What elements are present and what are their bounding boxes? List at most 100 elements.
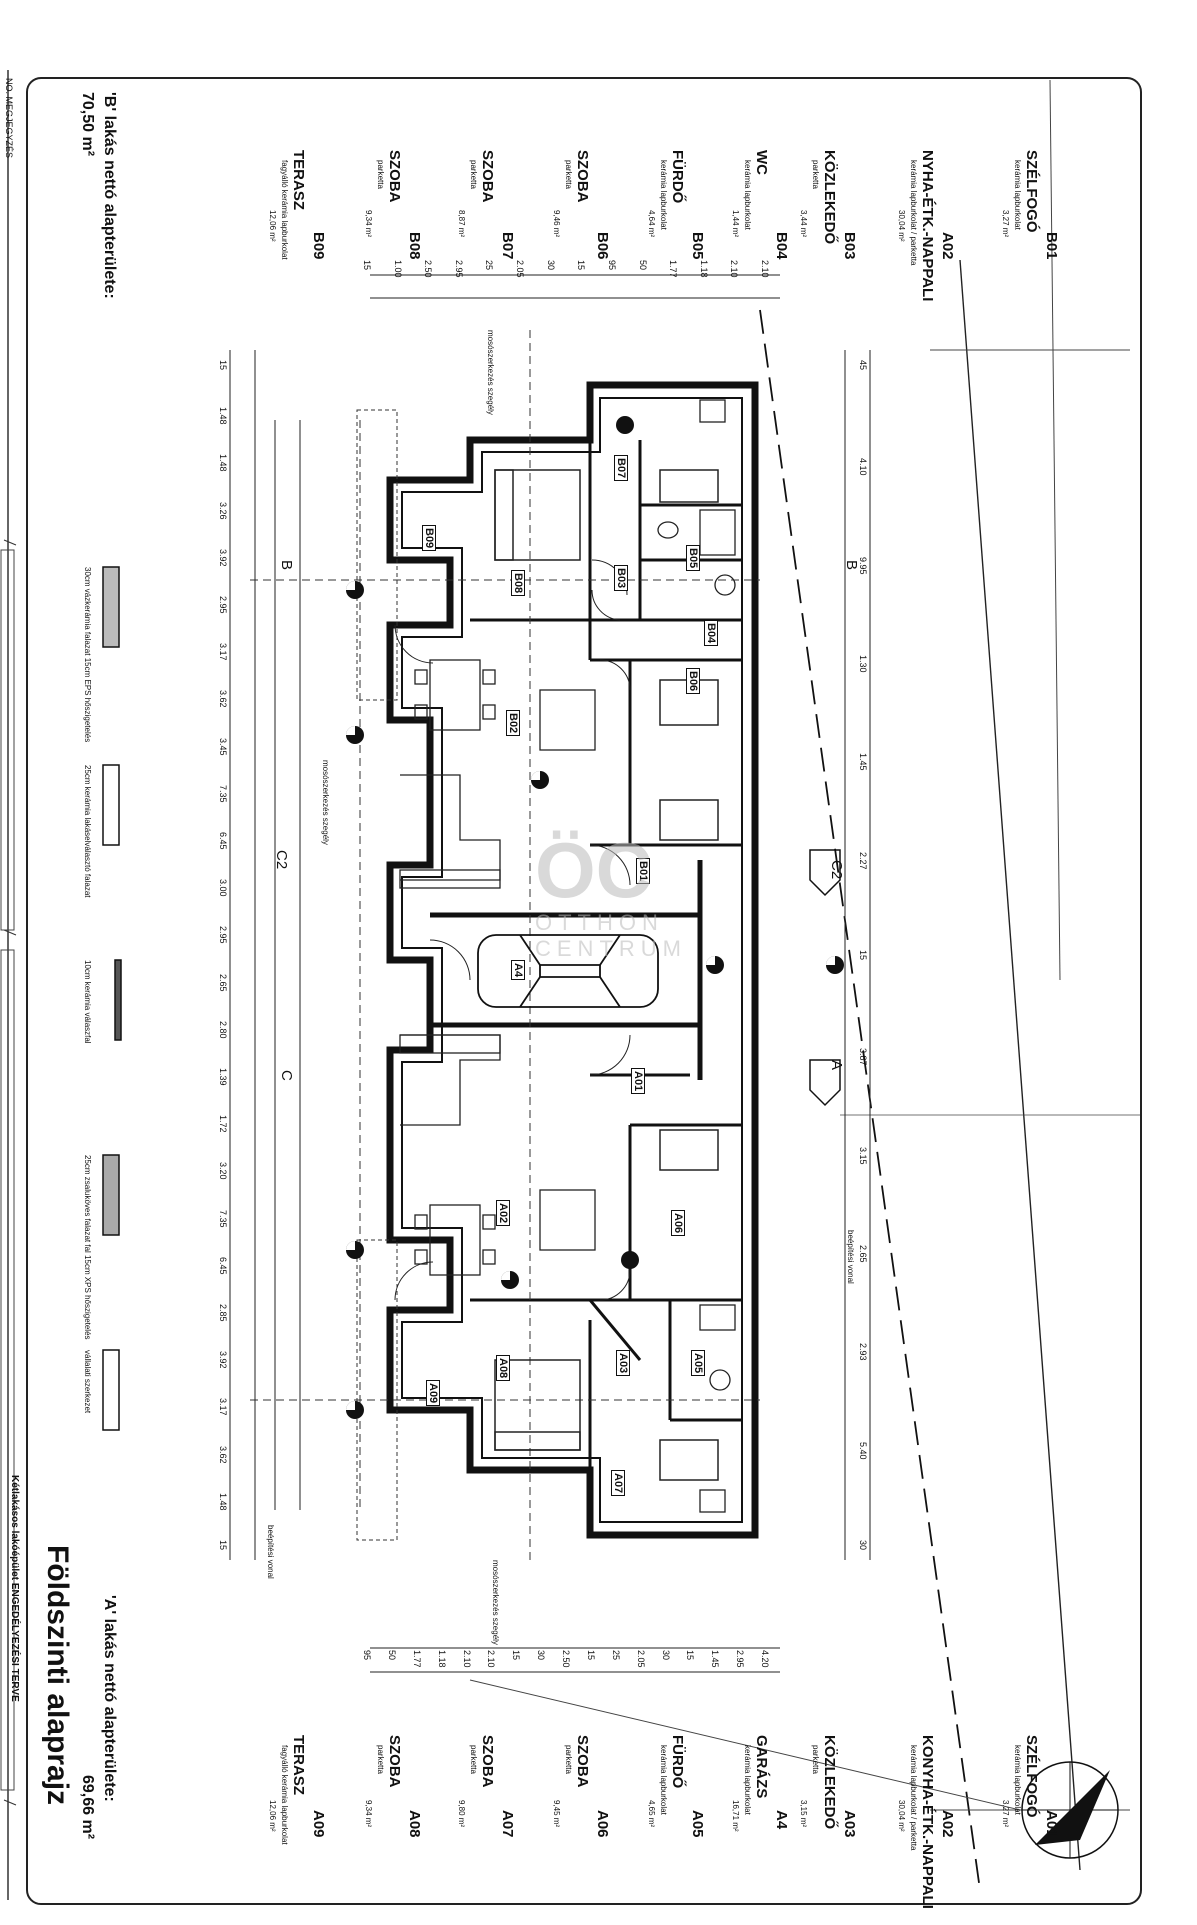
room-tag: B08 <box>511 570 525 597</box>
dining-tables <box>414 659 596 1276</box>
room-b-code: B08 <box>406 232 423 260</box>
room-b-finish: parketta <box>376 160 385 189</box>
room-b-area: 3,27 m² <box>1001 210 1010 238</box>
left-margin-tick-2 <box>3 929 17 936</box>
room-b-area: 8,87 m² <box>457 210 466 238</box>
dimension-left: 7.35 <box>218 1209 228 1228</box>
dimension-right: 1.45 <box>858 753 868 771</box>
legend-text: 30cm vázkerámia falazat 15cm EPS hőszige… <box>83 567 92 743</box>
room-a-area: 9,34 m² <box>364 1800 373 1828</box>
room-tag: A09 <box>426 1380 440 1407</box>
dimension-right: 1.30 <box>858 655 868 673</box>
plan-note: mosószerkezés szegély <box>321 760 330 845</box>
room-tag: A05 <box>691 1350 705 1377</box>
room-a-finish: parketta <box>469 1745 478 1774</box>
plan-title: Földszinti alaprajz <box>41 1545 74 1806</box>
room-a-finish: parketta <box>811 1745 820 1774</box>
room-tag: A06 <box>671 1210 685 1237</box>
footer-note: Kétlakásos lakóépület ENGEDÉLYEZÉSI TERV… <box>9 1475 20 1702</box>
dimension-right: 3.15 <box>858 1146 868 1165</box>
dimension-bottom: 4.20 <box>760 1650 770 1668</box>
left-margin-tick-1 <box>3 539 17 546</box>
bed-symbols <box>494 469 719 1481</box>
dimension-left: 3.62 <box>218 1445 228 1464</box>
car-symbol <box>477 934 659 1008</box>
dimension-left: 7.35 <box>218 784 228 803</box>
room-tag: B05 <box>686 545 700 572</box>
room-a-finish: kerámia lapburkolat <box>743 1745 752 1815</box>
dimension-right: 5.40 <box>858 1441 868 1460</box>
dimension-bottom: 30 <box>536 1650 547 1661</box>
area-b-label: 'B' lakás nettó alapterülete: <box>101 92 118 299</box>
dimension-left: 3.45 <box>218 737 228 756</box>
outer-walls <box>386 381 759 1539</box>
watermark-line3: CENTRUM <box>535 936 687 961</box>
dimension-bottom: 1.45 <box>710 1650 721 1668</box>
dimension-right: 2.27 <box>858 851 868 870</box>
room-a-finish: fagyálló kerámia lapburkolat <box>280 1745 289 1845</box>
kitchens <box>399 774 501 1126</box>
area-b-value: 70,50 m² <box>79 92 96 157</box>
room-a-code: A08 <box>406 1810 423 1838</box>
legend-text: vállalati szerkezet <box>83 1350 92 1414</box>
dimension-left: 1.48 <box>218 407 228 425</box>
dimension-top: 2.50 <box>423 260 434 278</box>
dimension-left: 2.95 <box>218 926 228 944</box>
legend-text: 10cm kerámia válaszfal <box>83 960 92 1044</box>
dimension-top: 25 <box>484 260 495 271</box>
watermark-logo: ÖC <box>535 826 652 914</box>
room-a-finish: kerámia lapburkolat / parketta <box>909 1745 918 1851</box>
room-a-code: A09 <box>310 1810 327 1838</box>
room-b-finish: kerámia lapburkolat <box>743 160 752 230</box>
dimension-lines <box>229 274 871 1673</box>
room-a-name: KONYHA-ÉTK.-NAPPALI <box>919 1735 936 1909</box>
room-b-code: B09 <box>310 232 327 260</box>
dimension-top: 1.18 <box>698 260 709 278</box>
legend-text: 25cm kerámia lakáselválasztó falazat <box>83 765 92 898</box>
room-a-finish: kerámia lapburkolat <box>1013 1745 1022 1815</box>
room-b-code: A02 <box>939 232 956 260</box>
room-b-area: 30,04 m² <box>897 210 906 242</box>
room-b-finish: parketta <box>811 160 820 189</box>
room-tag: A08 <box>496 1355 510 1382</box>
room-b-name: NYHA-ÉTK.-NAPPALI <box>919 150 936 302</box>
terrace-b <box>356 409 398 701</box>
room-a-name: SZOBA <box>479 1735 496 1788</box>
dimension-right: 9.95 <box>858 556 868 575</box>
section-mark: C2 <box>828 860 845 880</box>
room-tag: A03 <box>616 1350 630 1377</box>
room-b-name: SZOBA <box>479 150 496 203</box>
dimension-bottom: 95 <box>362 1650 372 1661</box>
section-mark: A <box>828 1060 845 1071</box>
room-a-name: GARÁZS <box>753 1735 770 1799</box>
dimension-bottom: 15 <box>685 1650 696 1661</box>
plan-note: beépítési vonal <box>266 1525 275 1579</box>
dimension-left: 15 <box>218 1540 228 1551</box>
room-b-name: SZOBA <box>574 150 591 203</box>
room-b-finish: fagyálló kerámia lapburkolat <box>280 160 289 260</box>
dimension-right: 30 <box>858 1540 868 1551</box>
room-b-area: 12,06 m² <box>268 210 277 242</box>
terrace-a <box>356 1239 398 1541</box>
dimension-right: 15 <box>858 950 868 961</box>
dimension-left: 2.85 <box>218 1304 228 1322</box>
dimension-left: 15 <box>218 360 228 371</box>
dimension-bottom: 1.77 <box>411 1650 422 1668</box>
dimension-left: 1.48 <box>218 454 228 472</box>
room-a-code: A06 <box>594 1810 611 1838</box>
dimension-bottom: 50 <box>386 1650 397 1661</box>
room-tag: B06 <box>686 668 700 695</box>
dimension-bottom: 2.95 <box>735 1650 746 1668</box>
room-b-name: KÖZLEKEDŐ <box>821 150 838 245</box>
room-a-code: A07 <box>499 1810 516 1838</box>
dimension-top: 2.95 <box>453 260 464 278</box>
room-a-area: 4,65 m² <box>647 1800 656 1828</box>
dimension-top: 30 <box>545 260 556 271</box>
dimension-right: 45 <box>858 360 868 371</box>
section-mark: B <box>278 560 295 571</box>
room-b-area: 4,64 m² <box>647 210 656 238</box>
room-a-finish: parketta <box>376 1745 385 1774</box>
room-a-area: 30,04 m² <box>897 1800 906 1832</box>
dimension-left: 3.00 <box>218 879 228 897</box>
dimension-bottom: 15 <box>585 1650 596 1661</box>
